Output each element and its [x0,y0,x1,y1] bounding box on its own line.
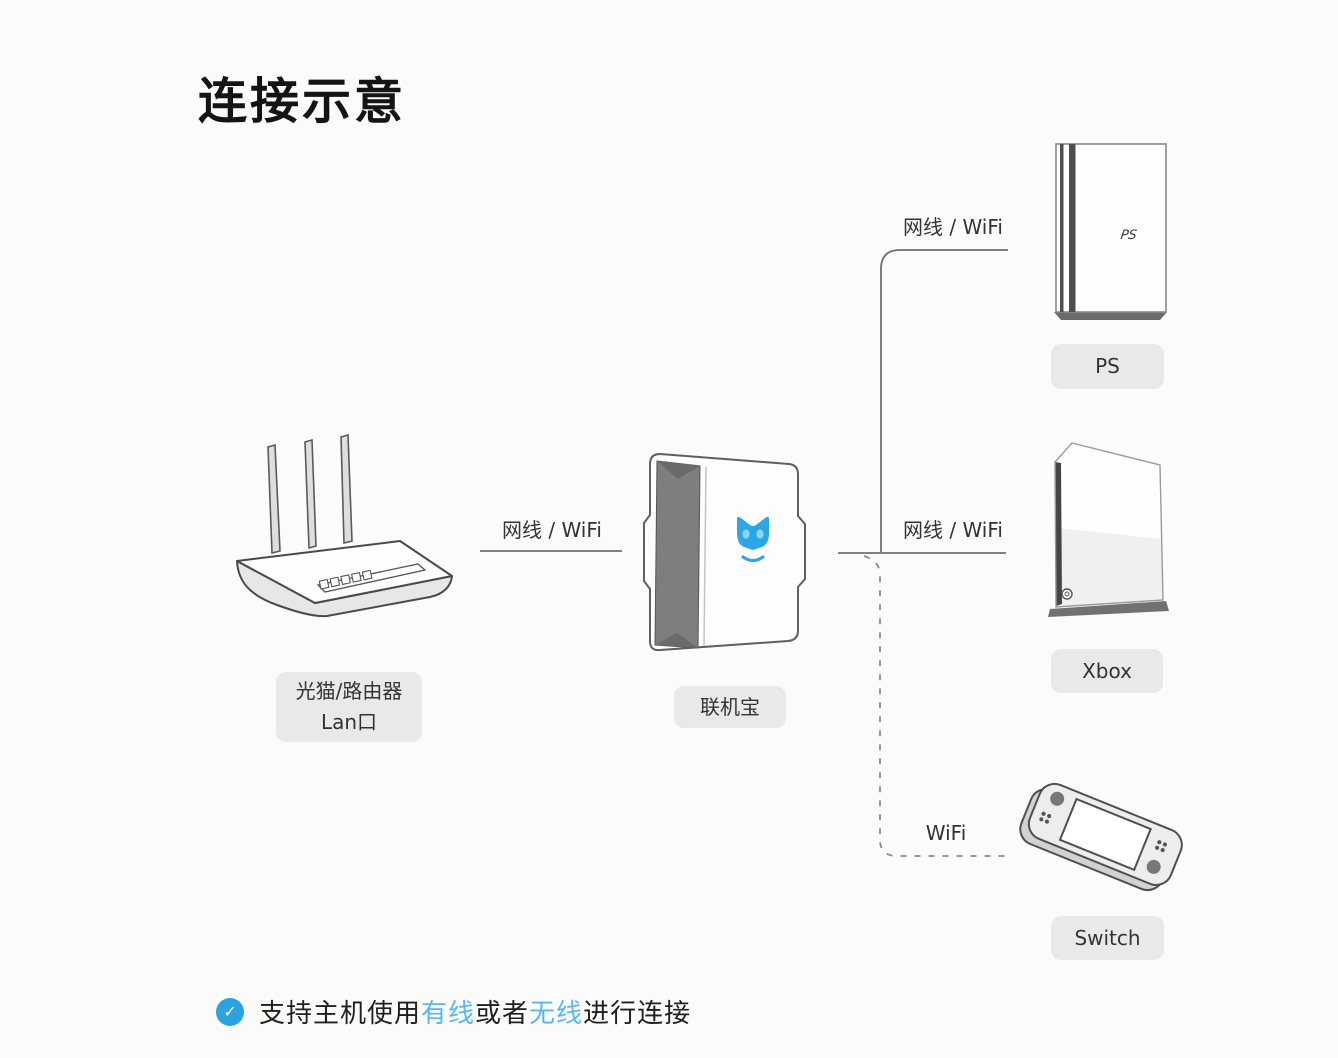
xbox-base-stand [1048,601,1169,617]
hub-panel-edge-line [703,466,707,647]
xbox-label-text: Xbox [1082,658,1132,683]
hub-label-text: 联机宝 [700,694,760,719]
playstation-logo-icon: PS [1120,228,1138,243]
hub-side-panel-top-bevel [657,461,700,479]
xbox-label: Xbox [1051,649,1163,693]
switch-label-text: Switch [1074,925,1141,950]
page-title: 连接示意 [198,73,407,130]
router-illustration [236,433,453,618]
xbox-console-illustration [1048,442,1169,617]
footnote-seg-2: 或者 [475,999,530,1029]
footnote-seg-wireless: 无线 [529,999,584,1029]
hub-side-panel-bottom-bevel [655,633,698,648]
hub-illustration [643,453,806,652]
xbox-left-stripe [1055,462,1062,606]
ps-label-text: PS [1095,354,1120,378]
footnote-seg-wired: 有线 [421,999,476,1029]
switch-label: Switch [1051,916,1164,960]
xbox-device [1038,433,1173,623]
hub-catface-logo-icon [737,516,769,563]
router-top-face [236,540,453,604]
router-label-line2: Lan口 [320,710,378,734]
ps-device: PS [1048,140,1173,325]
ps-stripe-2 [1069,144,1076,312]
footnote: ✓ 支持主机使用有线或者无线进行连接 [216,993,691,1030]
router-antennas-icon [267,433,353,555]
ps-label: PS [1051,344,1164,389]
footnote-seg-3: 进行连接 [583,999,692,1029]
connection-hub-switch-dashed-line [863,555,1008,857]
switch-right-joystick-icon [1146,859,1161,874]
hub-side-panel [654,460,701,649]
ps-stripe-1 [1060,144,1064,312]
router-device [225,423,460,623]
router-led-ticks [318,569,373,590]
ps-base-stand [1054,312,1167,320]
router-front-skirt [236,560,453,618]
xbox-power-button-icon [1061,588,1073,600]
footnote-seg-1: 支持主机使用 [259,999,422,1029]
switch-screen [1058,797,1152,872]
connection-label-hub-switch: WiFi [925,821,967,845]
switch-left-dpad-icon [1039,811,1052,824]
switch-device [1012,778,1192,903]
hub-device [640,447,825,662]
xbox-body-outline [1054,442,1164,608]
switch-console-illustration [1019,782,1183,892]
switch-right-buttons-icon [1154,840,1168,853]
connection-label-hub-ps: 网线 / WiFi [903,215,1003,239]
switch-left-joystick-icon [1050,791,1065,806]
connection-label-router-hub: 网线 / WiFi [502,518,602,542]
router-label-line1: 光猫/路由器 [295,679,403,703]
xbox-body-lower-shade [1056,528,1163,607]
router-label: 光猫/路由器 Lan口 [276,672,422,742]
connection-hub-ps-line [880,249,1008,552]
check-icon: ✓ [216,997,244,1026]
ps-console-illustration: PS [1054,143,1167,320]
connection-label-hub-xbox: 网线 / WiFi [903,518,1003,542]
hub-label: 联机宝 [674,686,786,728]
footnote-text: 支持主机使用有线或者无线进行连接 [259,993,691,1030]
